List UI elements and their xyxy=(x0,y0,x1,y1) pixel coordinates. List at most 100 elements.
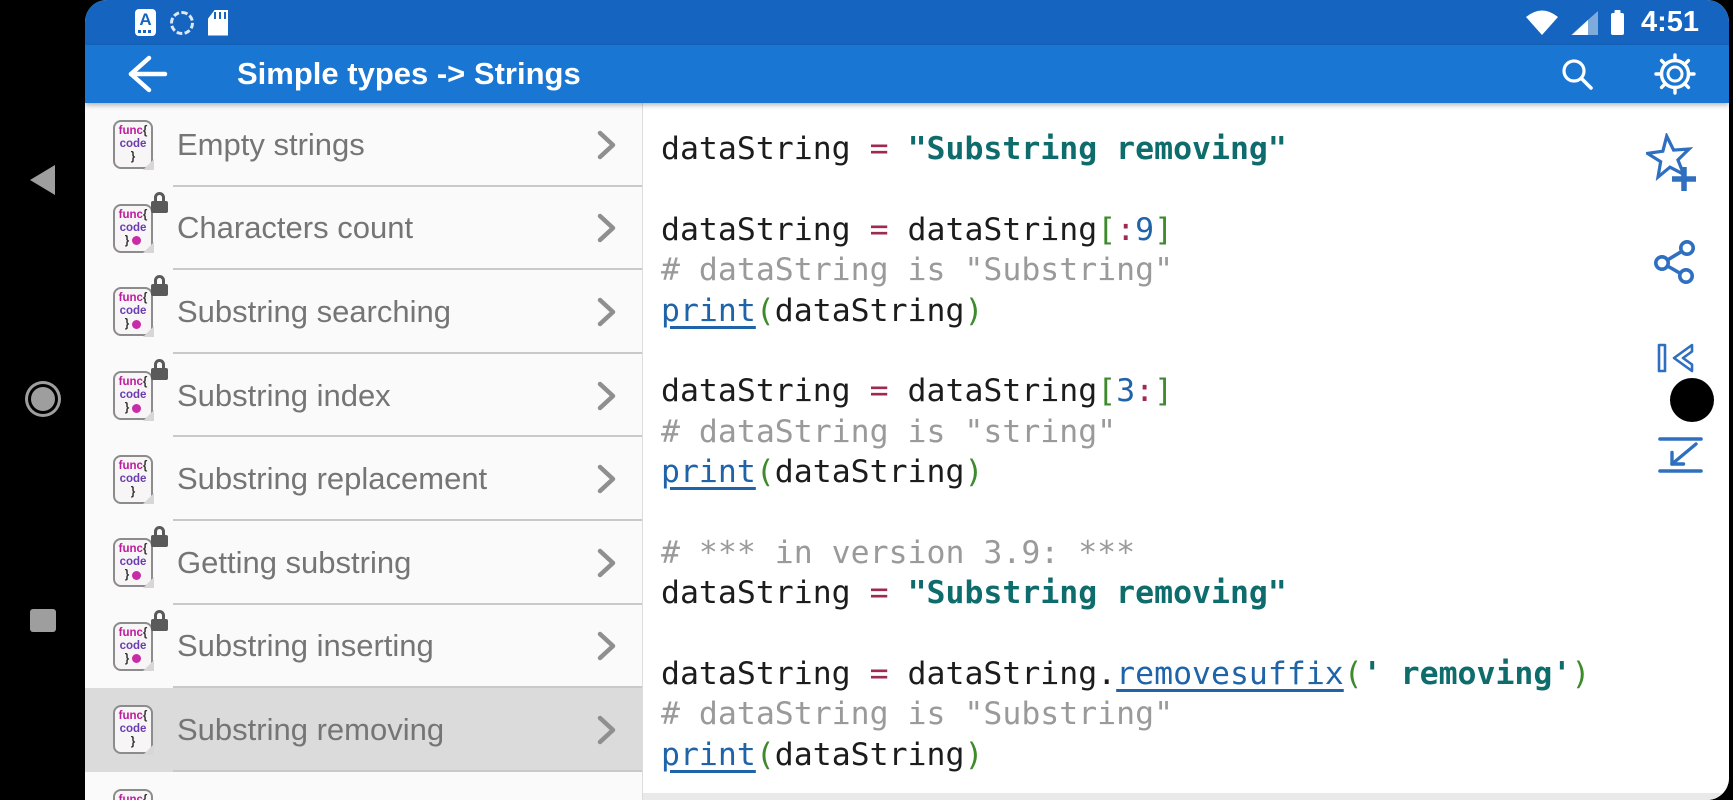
code-function-link[interactable]: print xyxy=(661,454,756,491)
favorite-button[interactable] xyxy=(1642,131,1698,198)
nav-back-button[interactable] xyxy=(30,165,55,195)
settings-button[interactable] xyxy=(1651,50,1699,98)
share-button[interactable] xyxy=(1650,236,1700,293)
lock-icon xyxy=(151,609,168,631)
code-line: dataString = dataString.removesuffix(' r… xyxy=(661,654,1729,694)
jump-to-bottom-button[interactable] xyxy=(1656,436,1705,479)
sidebar-item-empty-strings[interactable]: func{code} Empty strings xyxy=(85,103,642,187)
code-function-link[interactable]: print xyxy=(661,292,756,329)
code-function-link[interactable]: removesuffix xyxy=(1116,656,1344,693)
code-line xyxy=(661,331,1729,371)
status-bar: A 4:51 xyxy=(85,0,1729,45)
code-token: # dataString is "string" xyxy=(661,413,1117,450)
code-token: "Substring removing" xyxy=(907,575,1287,612)
sidebar-item-label: Substring replacement xyxy=(177,461,488,497)
lock-icon xyxy=(151,359,168,381)
favorite-star-add-icon xyxy=(1642,131,1696,191)
page-fold xyxy=(142,493,154,505)
code-token: dataString xyxy=(661,211,870,248)
code-line xyxy=(661,614,1729,654)
code-snippet-file-icon: func{code} xyxy=(113,275,168,337)
keyboard-a-icon: A xyxy=(135,9,156,36)
sidebar-item-label: Substring searching xyxy=(177,293,451,329)
code-token: ( xyxy=(755,454,775,491)
code-token: dataString xyxy=(661,373,870,410)
sidebar-item-characters-count[interactable]: func{code}Characters count xyxy=(85,187,642,271)
locked-dot xyxy=(132,654,142,664)
sidebar-item-substring-inserting[interactable]: func{code}Substring inserting xyxy=(85,605,642,689)
code-token: ( xyxy=(1343,656,1363,693)
code-snippet-file-icon: func{code} xyxy=(113,120,154,170)
locked-dot xyxy=(132,570,142,580)
code-token: = xyxy=(869,373,889,410)
chevron-right-icon xyxy=(597,214,616,243)
chevron-right-icon xyxy=(597,381,616,410)
code-token: "Substring removing" xyxy=(907,131,1287,167)
sidebar-item-substring-removing[interactable]: func{code} Substring removing xyxy=(85,688,642,772)
back-arrow-icon xyxy=(128,55,168,93)
search-button[interactable] xyxy=(1553,50,1601,98)
locked-dot xyxy=(132,236,142,246)
sidebar-item-substring-replacement[interactable]: func{code}Substring replacement xyxy=(85,437,642,521)
code-function-link[interactable]: print xyxy=(661,736,756,773)
code-snippet-file-icon: func{code} xyxy=(113,609,168,672)
code-token: dataString xyxy=(661,575,870,612)
sidebar-item-label: Empty strings xyxy=(177,126,365,162)
skip-to-start-button[interactable] xyxy=(1656,343,1696,378)
locked-dot xyxy=(132,319,142,329)
lock-icon xyxy=(151,526,168,548)
sidebar-item-substring-index[interactable]: func{code}Substring index xyxy=(85,354,642,438)
code-token: # dataString is "Substring" xyxy=(661,252,1174,289)
nav-recents-button[interactable] xyxy=(30,609,56,632)
clock-time: 4:51 xyxy=(1640,6,1699,38)
code-token: dataString xyxy=(888,211,1098,248)
chevron-right-icon xyxy=(597,464,616,494)
sidebar-item-getting-substring[interactable]: func{code}Getting substring xyxy=(85,521,642,605)
sidebar-item-label: Substring removing xyxy=(177,711,445,747)
code-token: ) xyxy=(964,292,984,329)
sidebar-item-substring-searching[interactable]: func{code}Substring searching xyxy=(85,270,642,354)
code-snippet-file-icon: func{code} xyxy=(113,789,153,800)
page-fold xyxy=(142,325,154,337)
code-token: dataString xyxy=(774,292,965,329)
code-pane[interactable]: dataString = "Substring removing" dataSt… xyxy=(643,103,1729,800)
code-snippet-file-icon: func{code} xyxy=(113,705,154,755)
search-icon xyxy=(1562,59,1593,90)
code-line: print(dataString) xyxy=(661,291,1729,331)
cell-signal-icon xyxy=(1570,10,1598,35)
nav-home-button[interactable] xyxy=(31,387,55,411)
code-token: dataString xyxy=(774,736,965,773)
code-token: 3 xyxy=(1116,373,1136,410)
back-button[interactable] xyxy=(121,50,169,98)
code-line xyxy=(661,493,1729,533)
status-bar-right: 4:51 xyxy=(1524,6,1729,39)
code-line: # dataString is "Substring" xyxy=(661,694,1729,734)
chevron-right-icon xyxy=(597,297,616,327)
chevron-right-icon xyxy=(597,632,616,661)
code-token: # dataString is "Substring" xyxy=(661,696,1174,733)
code-line: dataString = "Substring removing" xyxy=(661,573,1729,613)
settings-gear-icon xyxy=(1654,53,1696,95)
code-token xyxy=(889,575,908,611)
code-token: ( xyxy=(755,292,775,329)
code-token: = xyxy=(869,131,889,167)
code-snippet-file-icon: func{code} xyxy=(113,526,168,588)
code-token: dataString xyxy=(774,454,965,491)
sidebar-item-label: Characters count xyxy=(177,210,414,246)
code-line xyxy=(661,169,1729,209)
code-token: ) xyxy=(1571,656,1591,693)
code-token: ] xyxy=(1154,211,1174,248)
page-fold xyxy=(142,660,154,672)
code-token: = xyxy=(869,656,889,693)
share-icon xyxy=(1654,240,1695,284)
code-token: = xyxy=(869,211,889,248)
code-token: dataString xyxy=(888,373,1098,410)
app-window: A 4:51 Simple types -> xyxy=(85,0,1729,800)
sync-spinner-icon xyxy=(170,10,194,35)
code-token: 9 xyxy=(1135,211,1155,248)
code-token: ) xyxy=(964,454,984,491)
wifi-icon xyxy=(1525,10,1558,35)
sidebar-item[interactable]: func{code} xyxy=(85,772,642,800)
